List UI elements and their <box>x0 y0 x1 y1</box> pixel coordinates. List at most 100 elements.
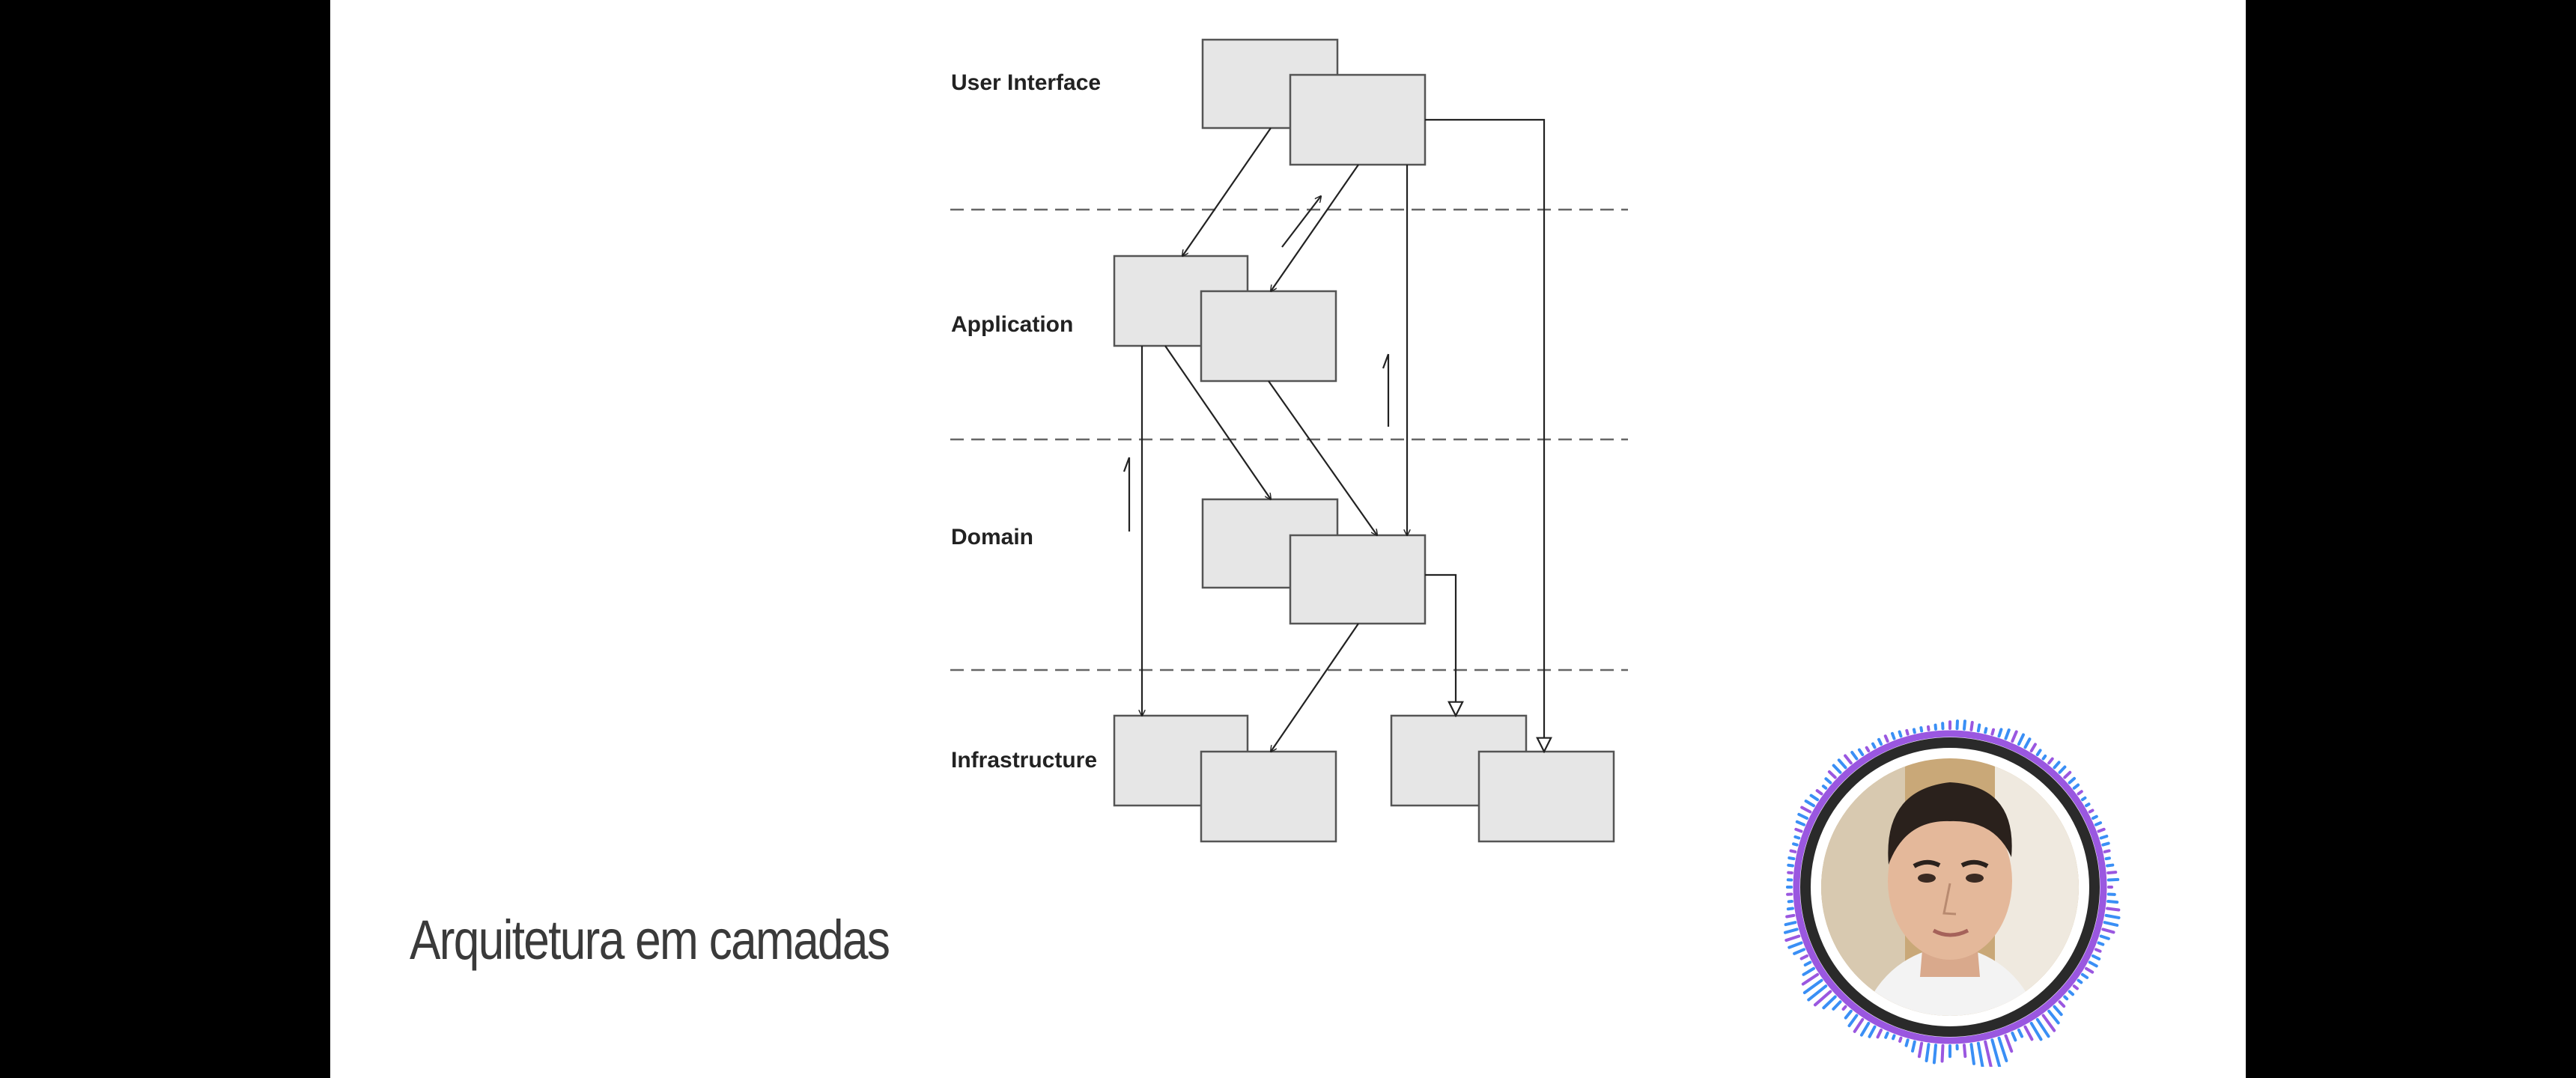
visualizer-bar <box>2035 1017 2050 1038</box>
visualizer-bar <box>1876 1029 1883 1039</box>
visualizer-bar <box>2106 863 2115 868</box>
visualizer-bar <box>1801 972 1820 986</box>
visualizer-bar <box>2097 827 2106 833</box>
visualizer-bar <box>1898 1036 1903 1043</box>
visualizer-bar <box>1984 1040 1993 1067</box>
visualizer-bar <box>2106 871 2118 874</box>
arrow-application-to-domain <box>1164 345 1271 499</box>
visualizer-bar <box>1809 794 1820 802</box>
small-upward-mark-1 <box>1382 353 1390 427</box>
visualizer-bar <box>1912 728 1916 734</box>
visualizer-bar <box>1868 1025 1877 1038</box>
visualizer-bar <box>2063 770 2072 779</box>
visualizer-bar <box>1793 948 1806 955</box>
slide-title: Arquitetura em camadas <box>410 909 890 971</box>
visualizer-bar <box>2011 730 2018 743</box>
visualizer-bar <box>1844 1009 1853 1020</box>
visualizer-bar <box>2088 808 2094 814</box>
visualizer-bar <box>2072 984 2079 990</box>
visualizer-bar <box>2072 783 2080 790</box>
visualizer-bar <box>1821 785 1828 790</box>
visualizer-bar <box>2080 972 2089 979</box>
visualizer-bar <box>1824 777 1832 785</box>
visualizer-bar <box>1800 806 1812 814</box>
slide: User Interface Application Domain Infras… <box>330 0 2246 1078</box>
visualizer-bar <box>2077 978 2083 984</box>
visualizer-bar <box>2068 776 2077 785</box>
visualizer-bar <box>2035 749 2042 757</box>
visualizer-bar <box>1926 725 1931 731</box>
visualizer-bar <box>1984 727 1988 734</box>
visualizer-bar <box>2041 1014 2056 1032</box>
small-upward-mark-2 <box>1123 457 1131 532</box>
visualizer-bar <box>1793 835 1801 840</box>
application-box-2 <box>1200 290 1337 383</box>
visualizer-bar <box>2084 803 2091 808</box>
visualizer-bar <box>2041 754 2047 761</box>
visualizer-bar <box>1837 758 1847 770</box>
visualizer-bar <box>1871 742 1877 749</box>
visualizer-bar <box>1784 934 1801 943</box>
layer-label-domain: Domain <box>951 525 1033 549</box>
visualizer-bar <box>1969 1043 1975 1065</box>
layered-architecture-diagram: User Interface Application Domain Infras… <box>950 38 1628 843</box>
visualizer-bar <box>1884 1031 1889 1039</box>
ui-box-2 <box>1289 73 1427 166</box>
layer-separators <box>950 208 1628 672</box>
audio-visualizer-ring <box>1784 719 2121 1067</box>
webcam-ring-outer <box>1793 730 2107 1044</box>
visualizer-bar <box>1859 1021 1871 1037</box>
visualizer-bar <box>1795 820 1806 826</box>
arrow-ui2-to-application2 <box>1271 164 1359 291</box>
infrastructure-box-4 <box>1477 750 1615 843</box>
visualizer-bar <box>2004 728 2011 740</box>
visualizer-bar <box>1832 764 1842 774</box>
visualizer-bar <box>1787 856 1796 861</box>
visualizer-bar <box>2084 966 2094 974</box>
visualizer-bar <box>1898 730 1903 738</box>
visualizer-bar <box>1969 721 1974 731</box>
arrow-ui-to-application <box>1182 127 1272 256</box>
visualizer-bar <box>1802 966 1816 976</box>
visualizer-bar <box>1857 748 1865 757</box>
webcam-ring-inner <box>1800 737 2100 1037</box>
visualizer-bar <box>1892 1034 1896 1041</box>
visualizer-bar <box>1919 726 1924 733</box>
visualizer-bar <box>1804 800 1816 808</box>
visualizer-bar <box>1787 863 1794 868</box>
visualizer-bar <box>2023 1025 2034 1041</box>
visualizer-bar <box>2011 1031 2017 1042</box>
visualizer-bar <box>1976 723 1981 733</box>
arrow-domain-to-infrastructure <box>1271 623 1359 752</box>
visualizer-bar <box>1891 731 1896 740</box>
visualizer-bar <box>1807 984 1828 1002</box>
visualizer-bar <box>1990 728 1996 736</box>
visualizer-bar <box>1865 746 1871 753</box>
visualizer-bar <box>2047 757 2054 765</box>
visualizer-bar <box>1785 913 1796 919</box>
visualizer-bar <box>1917 1041 1924 1059</box>
visualizer-bar <box>2004 1034 2014 1053</box>
visualizer-bar <box>2104 913 2121 919</box>
visualizer-bar <box>1963 719 1966 731</box>
visualizer-bar <box>2017 733 2026 746</box>
visualizer-bar <box>1940 1044 1945 1063</box>
visualizer-bar <box>1990 1038 2002 1067</box>
avatar <box>1821 758 2079 1016</box>
visualizer-bar <box>2017 1029 2024 1038</box>
visualizer-bar <box>2099 934 2110 940</box>
visualizer-bar <box>2106 900 2119 904</box>
arrow-application-to-ui <box>1281 196 1321 248</box>
visualizer-bar <box>2068 990 2075 996</box>
visualizer-bar <box>2094 948 2102 953</box>
visualizer-bar <box>2023 737 2032 749</box>
visualizer-bar <box>2099 834 2109 840</box>
visualizer-bar <box>1963 1044 1967 1059</box>
arrow-application2-to-domain2 <box>1268 380 1377 535</box>
presenter-webcam <box>1784 719 2121 1067</box>
visualizer-bar <box>1847 1014 1859 1028</box>
infrastructure-box-2 <box>1200 750 1337 843</box>
visualizer-bar <box>2092 814 2098 820</box>
visualizer-bar <box>1787 941 1803 949</box>
visualizer-bar <box>1815 789 1823 796</box>
